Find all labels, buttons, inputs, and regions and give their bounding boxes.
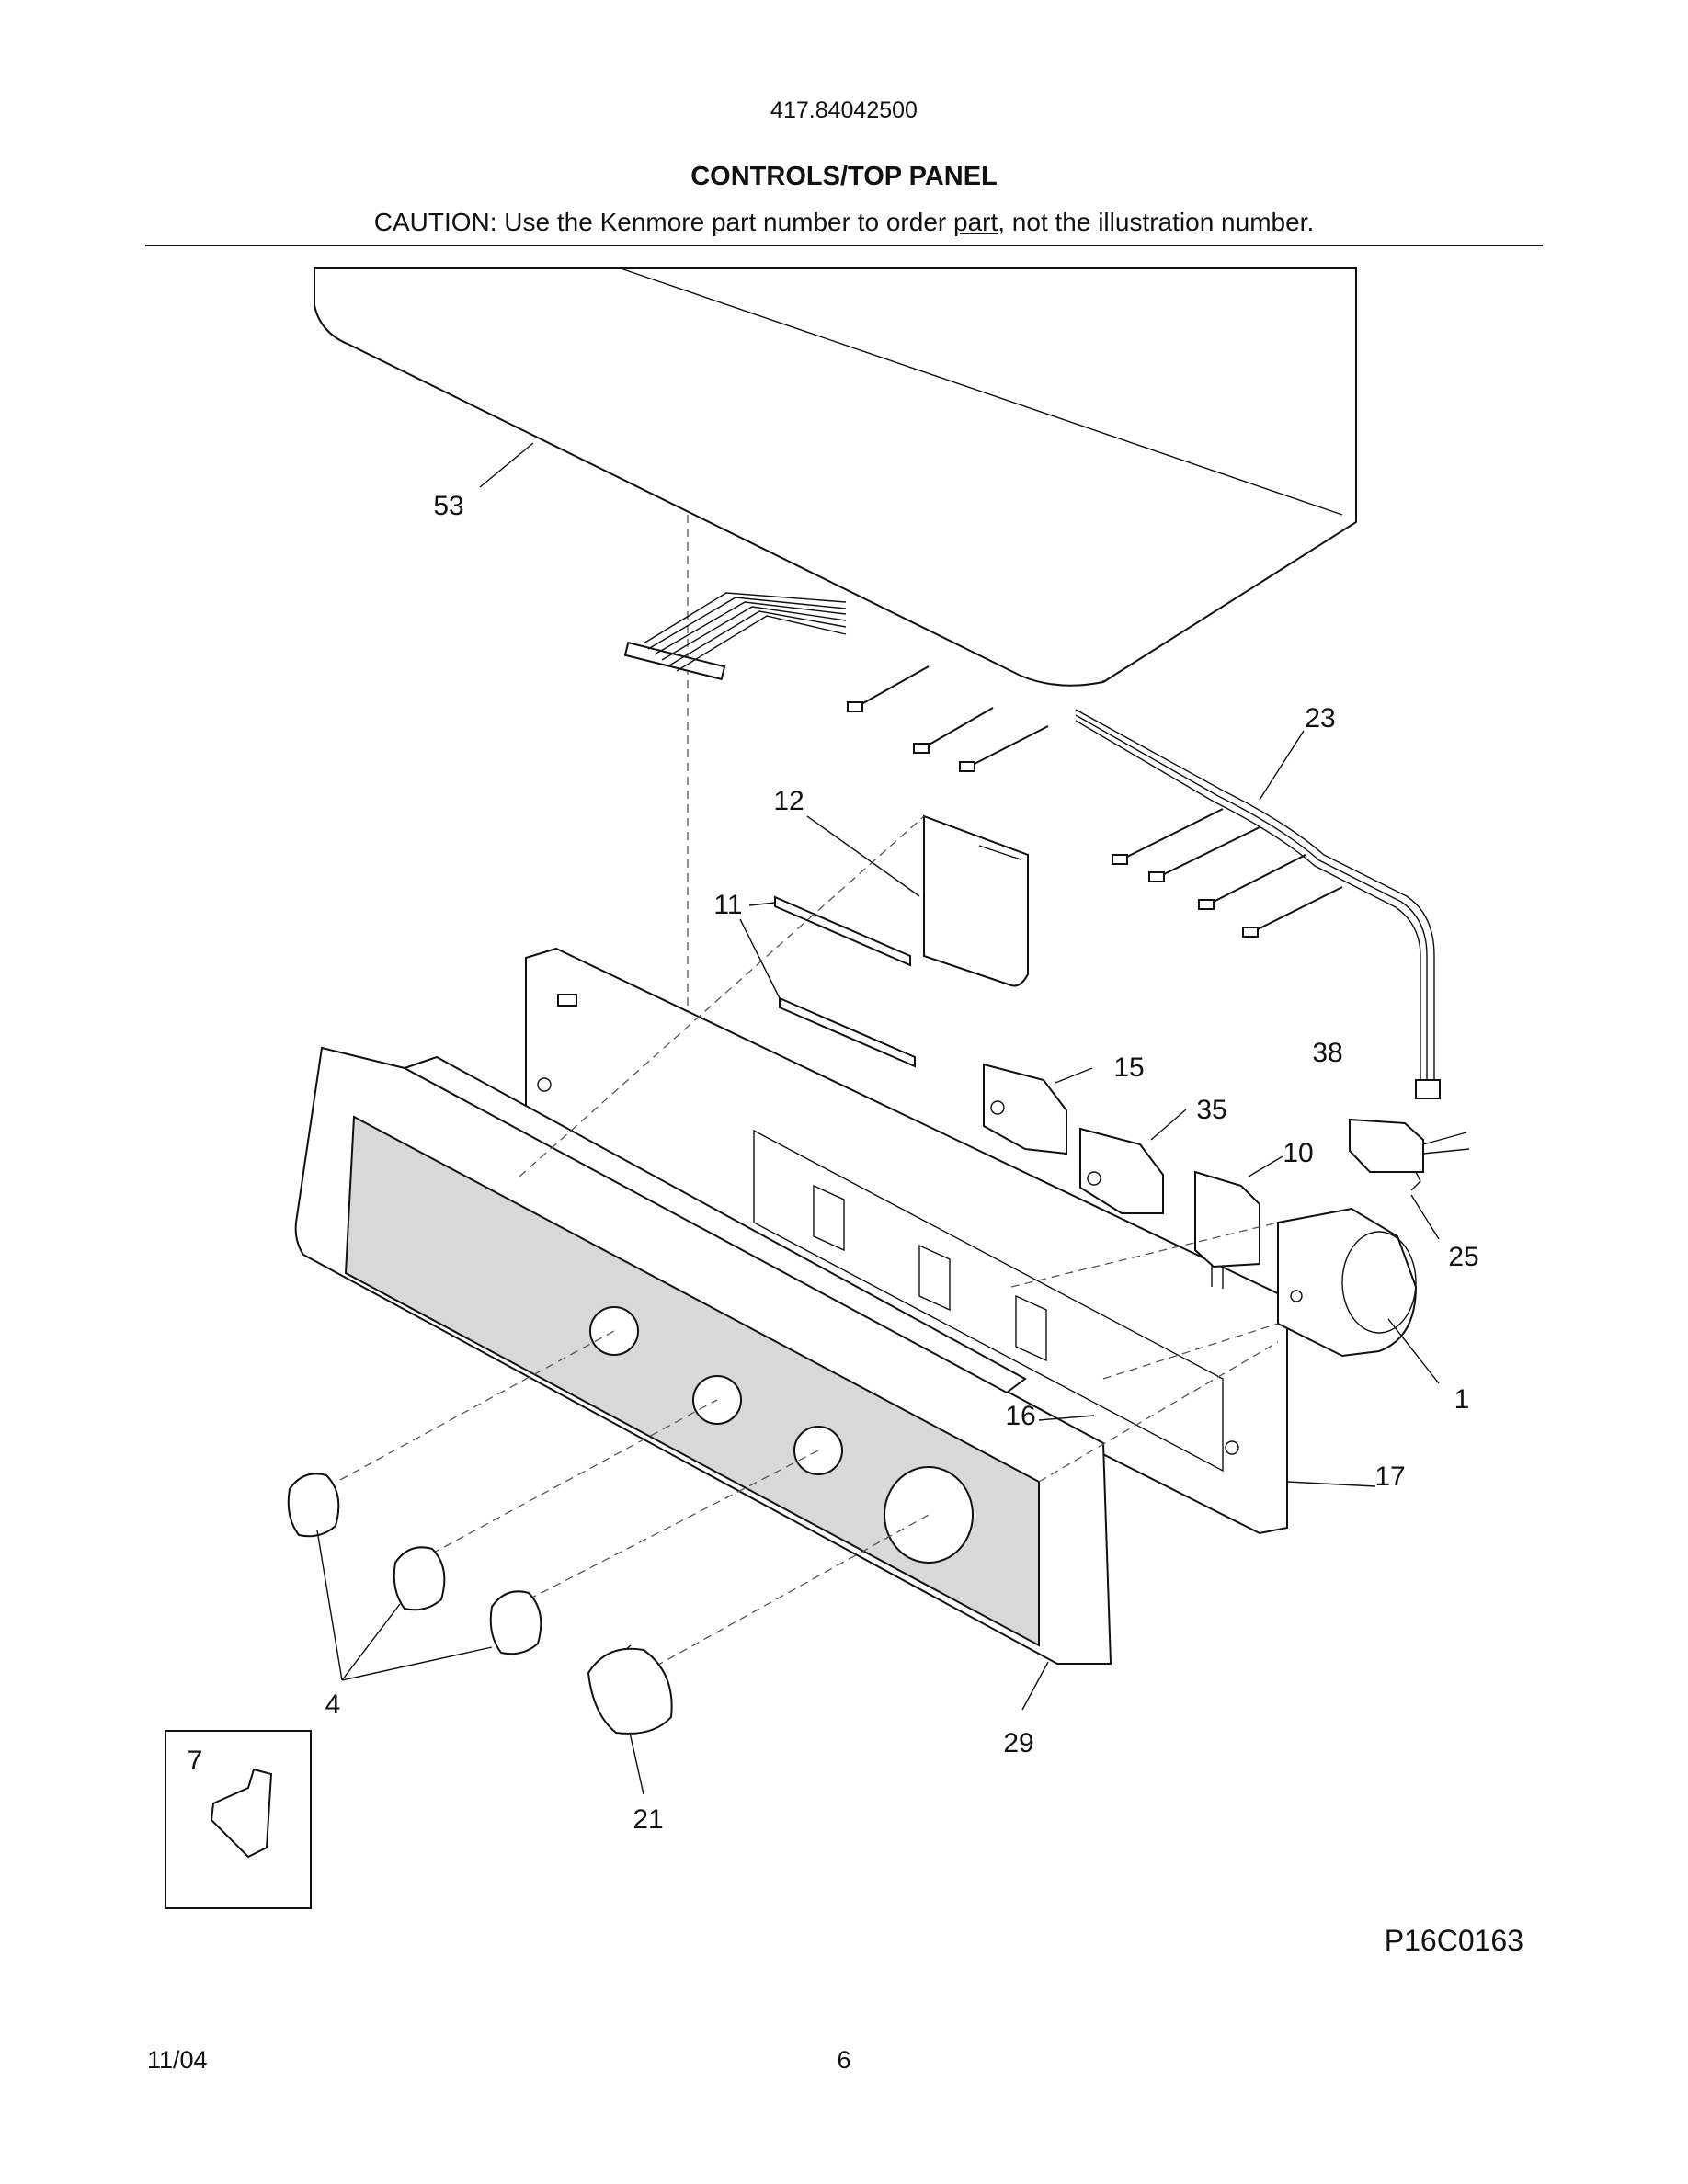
callout-38: 38 bbox=[1312, 1038, 1343, 1068]
page-title: CONTROLS/TOP PANEL bbox=[690, 162, 998, 191]
callout-4: 4 bbox=[325, 1689, 341, 1720]
header-rule bbox=[145, 245, 1543, 246]
callout-23: 23 bbox=[1305, 703, 1336, 734]
part-38 bbox=[1349, 1118, 1470, 1191]
callout-35: 35 bbox=[1196, 1095, 1227, 1125]
bracket-part-11 bbox=[774, 895, 916, 1068]
page-number: 6 bbox=[837, 2046, 851, 2074]
caution-text-start: CAUTION: Use the Kenmore part number to … bbox=[373, 208, 953, 236]
callout-25: 25 bbox=[1448, 1242, 1479, 1272]
caution-text-end: , not the illustration number. bbox=[998, 208, 1315, 236]
switch-part-10 bbox=[1194, 1170, 1260, 1289]
footer-date: 11/04 bbox=[147, 2046, 208, 2074]
wire-harness-part-23 bbox=[1075, 709, 1441, 1099]
callout-53: 53 bbox=[433, 491, 464, 521]
callout-21: 21 bbox=[633, 1804, 664, 1835]
top-panel-part-53 bbox=[314, 267, 1357, 687]
leader-lines bbox=[316, 442, 1440, 1795]
caution-text: CAUTION: Use the Kenmore part number to … bbox=[0, 208, 1688, 237]
figure-code: P16C0163 bbox=[1384, 1924, 1523, 1957]
callout-15: 15 bbox=[1113, 1052, 1145, 1083]
callout-12: 12 bbox=[773, 786, 804, 816]
callout-17: 17 bbox=[1374, 1462, 1406, 1492]
projection-lines bbox=[339, 815, 1279, 1674]
inset-part-7 bbox=[165, 1730, 312, 1909]
caution-text-underlined: part bbox=[953, 208, 998, 236]
callout-29: 29 bbox=[1003, 1728, 1034, 1758]
board-part-12 bbox=[923, 814, 1029, 987]
switch-part-35 bbox=[1079, 1127, 1164, 1214]
wire-harness-left bbox=[623, 592, 1049, 772]
callout-7: 7 bbox=[187, 1746, 203, 1776]
timer-part-1 bbox=[1277, 1207, 1418, 1358]
knob-part-21 bbox=[587, 1644, 673, 1735]
console-part-29 bbox=[294, 1046, 1112, 1665]
callout-16: 16 bbox=[1005, 1401, 1036, 1431]
knob-part-4 bbox=[287, 1473, 542, 1655]
switch-part-15 bbox=[983, 1063, 1067, 1155]
callout-10: 10 bbox=[1283, 1138, 1314, 1168]
callout-1: 1 bbox=[1454, 1384, 1470, 1415]
model-number: 417.84042500 bbox=[770, 97, 918, 123]
callout-11: 11 bbox=[713, 890, 743, 920]
